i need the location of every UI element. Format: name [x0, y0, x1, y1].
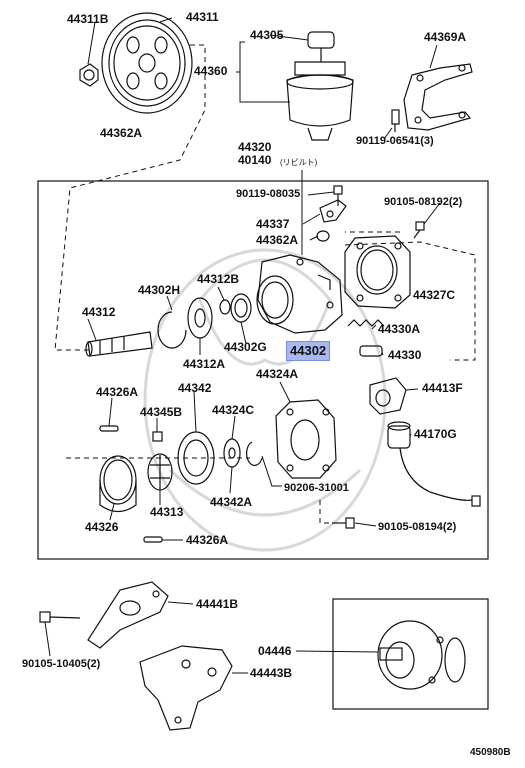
- label-44369A: 44369A: [424, 30, 467, 44]
- label-90105-08194: 90105-08194(2): [378, 521, 457, 533]
- label-44324C: 44324C: [212, 403, 255, 417]
- kit-frame: [332, 598, 489, 710]
- label-44311B: 44311B: [67, 12, 109, 26]
- label-90119-06541: 90119-06541(3): [356, 135, 434, 147]
- label-44170G: 44170G: [414, 427, 457, 441]
- rotor-44313: [147, 453, 173, 491]
- bracket-44441B: [87, 581, 169, 649]
- label-44360: 44360: [194, 64, 228, 78]
- ring-90206-31001: [246, 441, 263, 466]
- bolt-90105-08194: [332, 517, 355, 529]
- bracket-44443B: [139, 645, 233, 731]
- label-44326: 44326: [85, 520, 119, 534]
- label-44327C: 44327C: [413, 288, 456, 302]
- spring-44330A: [347, 319, 385, 327]
- label-40140-rebuilt: (リビルト): [280, 158, 318, 167]
- bolt-90105-10405: [39, 611, 81, 623]
- bolt-90119-06541: [391, 109, 400, 132]
- label-44345B: 44345B: [140, 405, 183, 419]
- housing-44324A: [275, 399, 337, 479]
- pin-44345B: [152, 431, 163, 442]
- label-44337: 44337: [256, 217, 290, 231]
- label-44330A: 44330A: [378, 322, 421, 336]
- label-44305: 44305: [250, 28, 284, 42]
- label-44330: 44330: [388, 348, 422, 362]
- pin-44326A-upper: [99, 425, 119, 432]
- label-44312B: 44312B: [197, 272, 240, 286]
- cover-44326: [99, 455, 137, 513]
- fitting-44413F: [369, 377, 407, 415]
- leader-lines: [44, 17, 441, 674]
- label-44312A: 44312A: [183, 357, 226, 371]
- pin-44326A-lower: [143, 536, 163, 543]
- label-44302H: 44302H: [138, 283, 181, 297]
- label-44313: 44313: [150, 505, 184, 519]
- label-44443B: 44443B: [250, 666, 293, 680]
- plate-44327C: [344, 235, 411, 309]
- reservoir-44360: [286, 31, 354, 141]
- assembly-frame: [37, 180, 489, 560]
- label-44441B: 44441B: [196, 597, 239, 611]
- label-44342: 44342: [178, 381, 212, 395]
- seal-44302G: [230, 293, 252, 323]
- label-44324A: 44324A: [256, 367, 299, 381]
- label-44311: 44311: [186, 10, 219, 24]
- label-90105-08192: 90105-08192(2): [384, 196, 463, 208]
- label-90206-31001: 90206-31001: [284, 482, 349, 494]
- label-44342A: 44342A: [210, 495, 253, 509]
- snap-ring-44302H: [157, 311, 187, 349]
- label-44302-highlighted[interactable]: 44302: [286, 341, 331, 361]
- label-44302G: 44302G: [224, 340, 267, 354]
- label-44362A: 44362A: [256, 233, 299, 247]
- label-44362A-top: 44362A: [100, 126, 143, 140]
- label-40140: 40140: [238, 153, 272, 167]
- bolt-90119-08035: [333, 185, 343, 206]
- label-90105-10405: 90105-10405(2): [22, 658, 101, 670]
- label-04446: 04446: [258, 644, 292, 658]
- label-44326A-lower: 44326A: [186, 533, 229, 547]
- washer-44324C: [223, 438, 241, 468]
- bolt-90105-08192: [413, 221, 425, 239]
- label-44320: 44320: [238, 140, 272, 154]
- valve-44330: [359, 345, 383, 357]
- union-44337: [316, 199, 347, 242]
- kit-04446: [377, 620, 466, 690]
- label-44413F: 44413F: [422, 381, 463, 395]
- diagram-code: 450980B: [470, 747, 511, 758]
- ring-44312B: [219, 299, 231, 315]
- pump-body-44302: [256, 254, 343, 334]
- label-90119-08035: 90119-08035: [236, 188, 301, 200]
- label-44326A: 44326A: [96, 385, 139, 399]
- label-44312: 44312: [82, 305, 116, 319]
- nut-44311B: [79, 63, 99, 87]
- bracket-44369A: [403, 63, 473, 131]
- sensor-44170G: [387, 421, 481, 507]
- pulley-44311: [101, 12, 193, 114]
- shaft-44312: [85, 331, 153, 357]
